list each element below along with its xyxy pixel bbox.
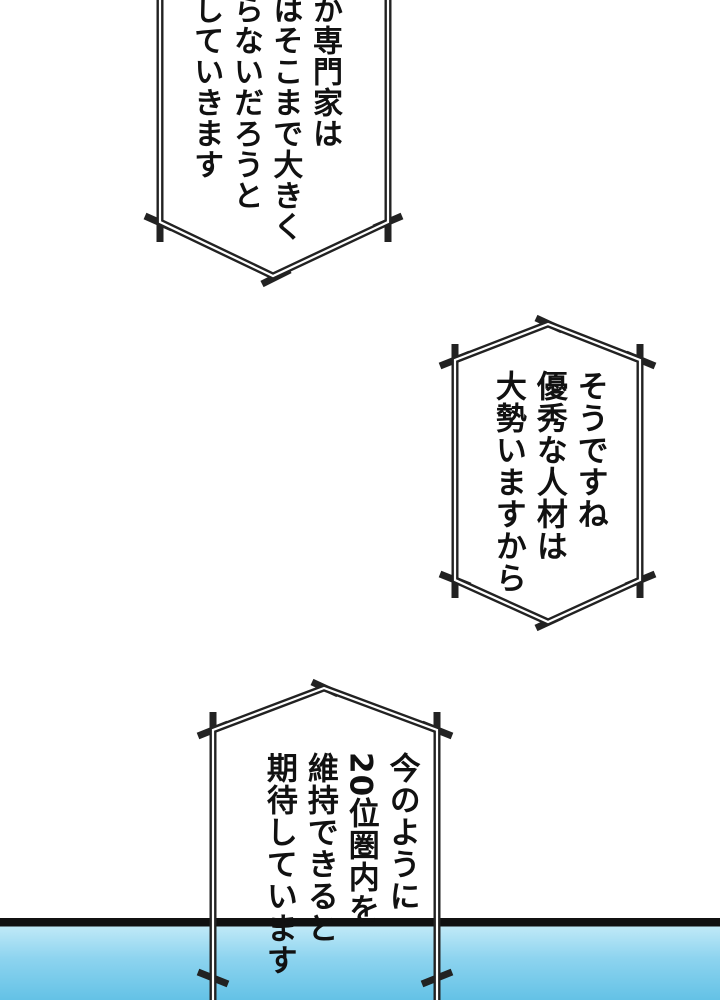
sky-background bbox=[0, 918, 720, 1000]
bubble-line: そうですね bbox=[571, 370, 608, 530]
speech-bubble-3-text: 今のように 20位圏内を 維持できると 期待しています bbox=[258, 752, 422, 976]
bubble-line: はそこまで大きく bbox=[267, 0, 303, 242]
bubble-line: 大勢いますから bbox=[489, 370, 526, 594]
speech-bubble-1-text: か専門家は はそこまで大きく らないだろうと していきます bbox=[186, 0, 344, 242]
bubble-line: 20位圏内を bbox=[342, 752, 379, 926]
bubble-line: 今のように bbox=[383, 752, 420, 912]
bubble-line: らないだろうと bbox=[227, 0, 263, 211]
speech-bubble-2-text: そうですね 優秀な人材は 大勢いますから bbox=[487, 370, 610, 594]
bubble-line: か専門家は bbox=[307, 0, 342, 149]
bubble-line: 期待しています bbox=[260, 752, 297, 976]
bubble-line: 優秀な人材は bbox=[530, 370, 567, 562]
bubble-line: していきます bbox=[188, 0, 224, 180]
bubble-line: 維持できると bbox=[301, 752, 338, 944]
